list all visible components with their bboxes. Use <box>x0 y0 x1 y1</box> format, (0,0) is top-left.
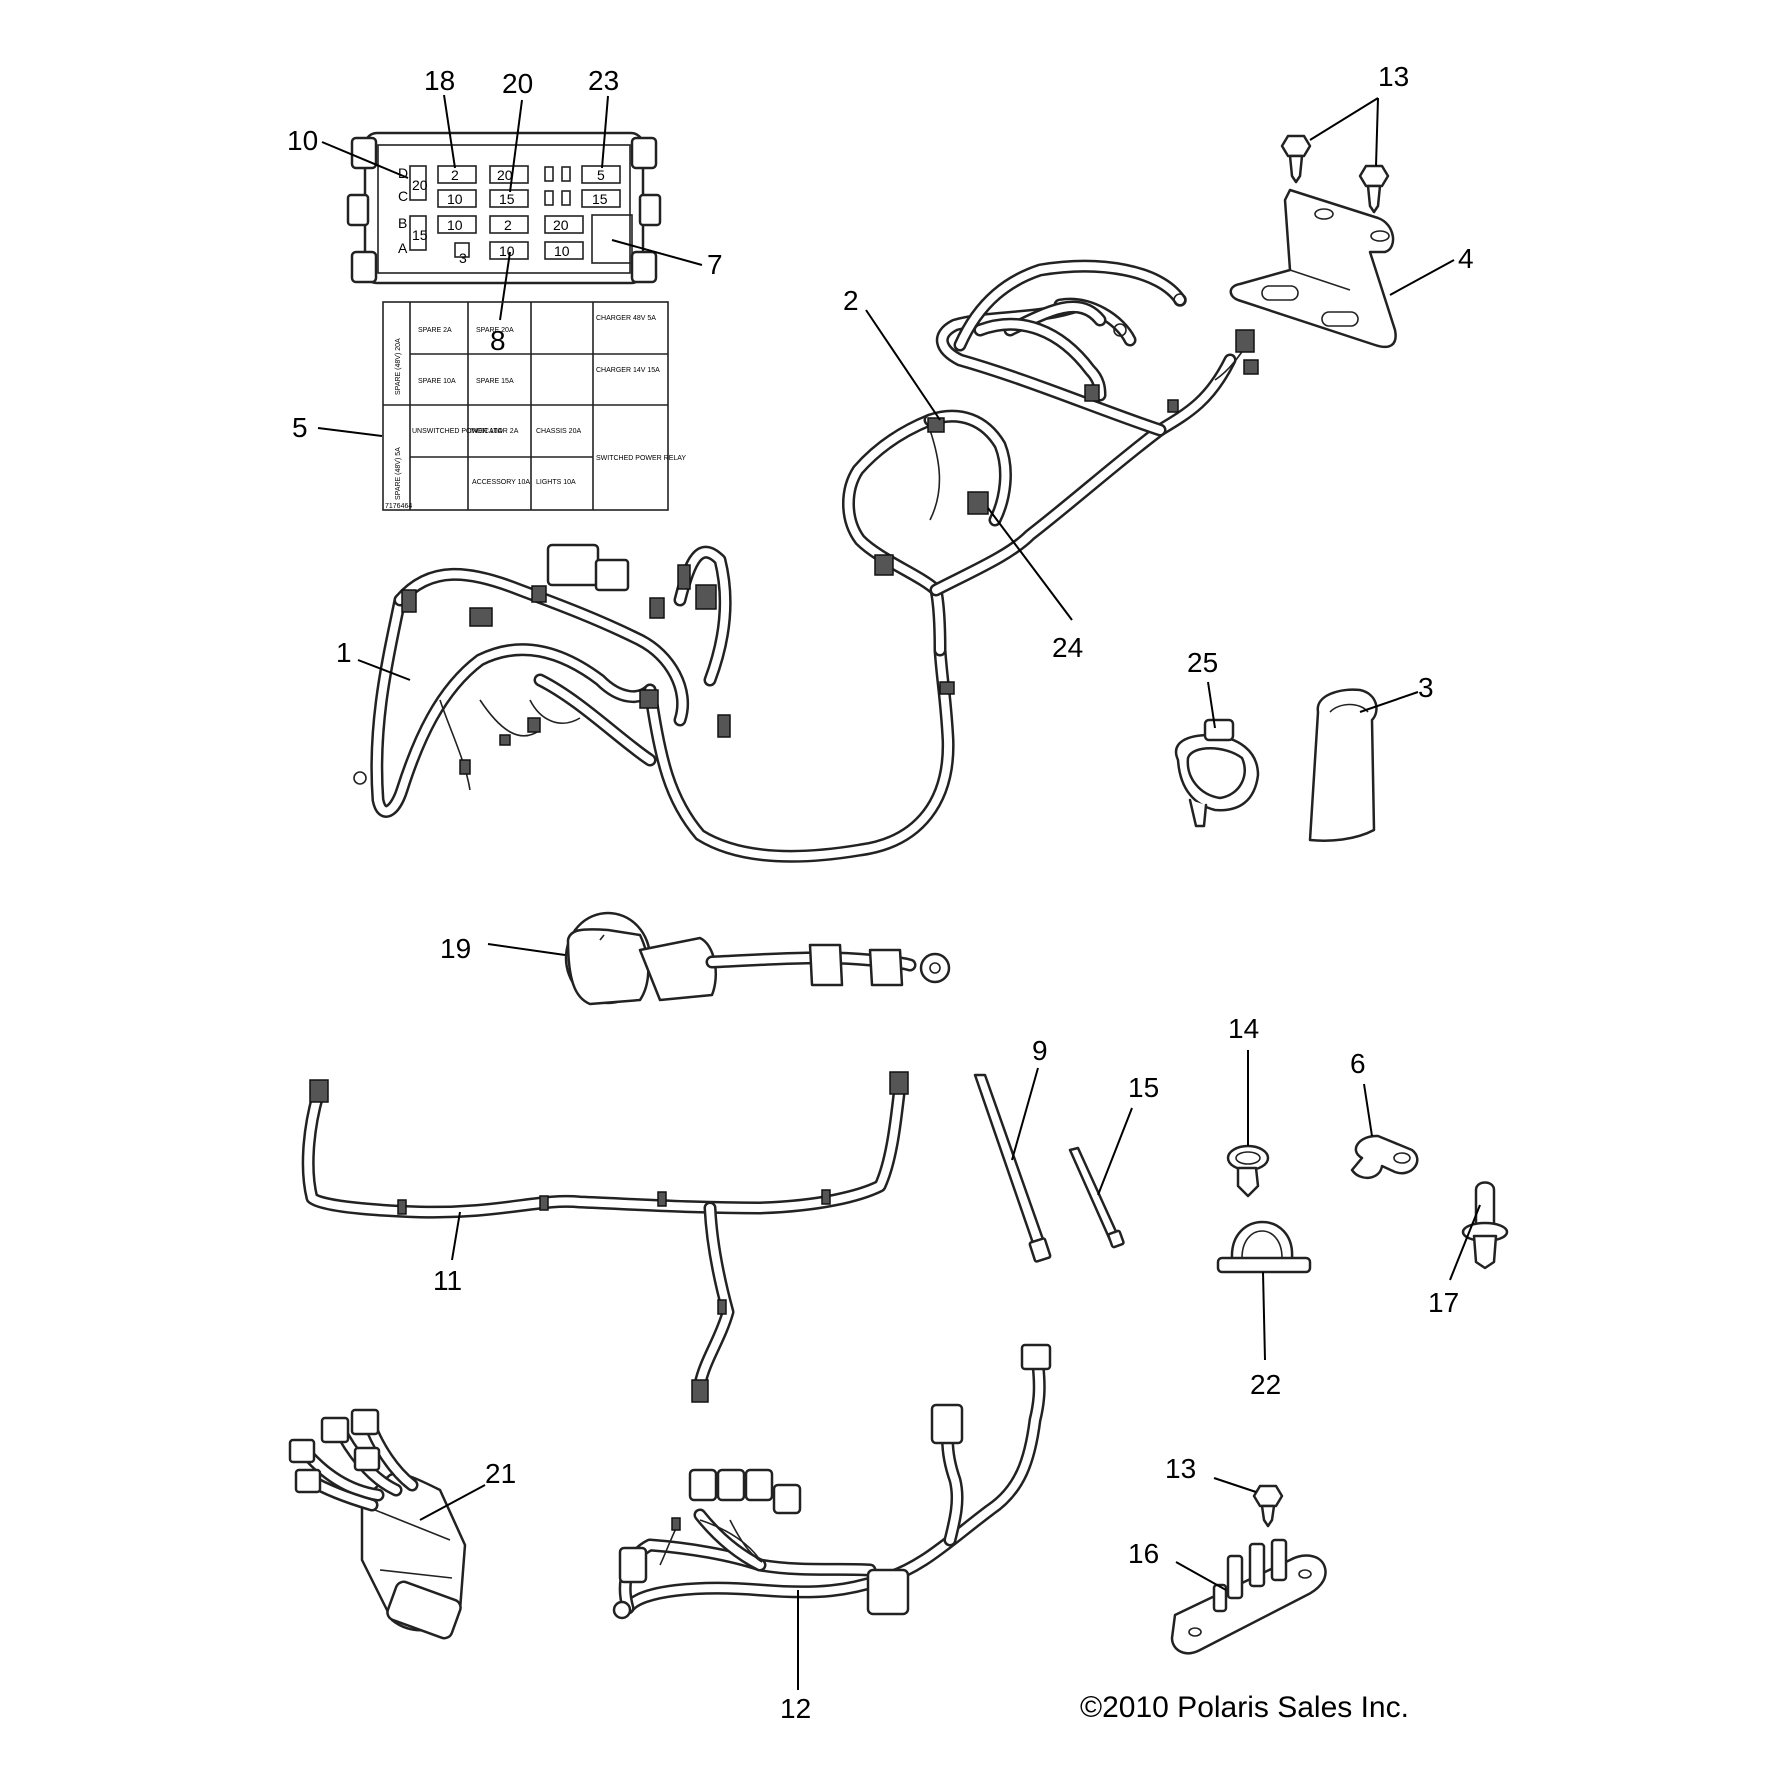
label-r3c1: UNSWITCHED POWER 10A <box>412 428 503 435</box>
connector-25 <box>1174 718 1260 828</box>
fuse-b2: 2 <box>504 217 512 233</box>
harness-11 <box>301 1071 909 1403</box>
callout-11: 11 <box>433 1265 462 1296</box>
relay-slot <box>591 214 633 264</box>
fuse-c4: 15 <box>592 191 608 207</box>
mount-bracket <box>1229 188 1397 349</box>
callout-16: 16 <box>1128 1538 1159 1569</box>
fuse-row-a: A <box>398 240 408 256</box>
callout-6: 6 <box>1350 1048 1366 1079</box>
clip-6 <box>1350 1134 1419 1179</box>
terminal-block-16 <box>1170 1538 1327 1655</box>
fuse-d4: 5 <box>597 167 605 183</box>
callout-12: 12 <box>780 1693 811 1724</box>
callout-22: 22 <box>1250 1369 1281 1400</box>
fuse-label: SPARE (48V) 20A SPARE (48V) 5A SPARE 2A … <box>382 301 686 511</box>
callout-9: 9 <box>1032 1035 1048 1066</box>
fuse-a-mid: 3 <box>459 250 467 266</box>
callout-7: 7 <box>707 249 723 280</box>
callout-5: 5 <box>292 412 308 443</box>
fuse-d-left: 20 <box>412 177 428 193</box>
label-r2c4: CHARGER 14V 15A <box>596 367 660 374</box>
screw-13b <box>1252 1484 1284 1528</box>
fuse-d1: 2 <box>451 167 459 183</box>
push-rivet-17 <box>1461 1181 1509 1270</box>
fuse-b3: 20 <box>553 217 569 233</box>
fuse-box-mount <box>546 543 600 587</box>
callout-19: 19 <box>440 933 471 964</box>
label-part-no: 7176464 <box>385 503 412 510</box>
clamp-14 <box>1226 1144 1270 1198</box>
label-r1c4: CHARGER 48V 5A <box>596 315 656 322</box>
label-r3c3: CHASSIS 20A <box>536 428 581 435</box>
cable-tie-15 <box>1068 1146 1125 1249</box>
pigtail-21 <box>288 1408 467 1640</box>
key-switch-19 <box>564 911 951 1006</box>
fuse-a2: 10 <box>499 243 515 259</box>
fuse-row-d: D <box>398 165 408 181</box>
screw-13a <box>1280 134 1390 214</box>
callout-21: 21 <box>485 1458 516 1489</box>
fuse-box: D C B A 20 15 2 20 5 10 15 15 10 2 20 3 … <box>346 131 662 285</box>
callout-15: 15 <box>1128 1072 1159 1103</box>
fuse-b1: 10 <box>447 217 463 233</box>
callout-13b: 13 <box>1165 1453 1196 1484</box>
fuse-c1: 10 <box>447 191 463 207</box>
fuse-row-c: C <box>398 188 408 204</box>
callout-18: 18 <box>424 65 455 96</box>
callout-24: 24 <box>1052 632 1083 663</box>
label-r4c2: ACCESSORY 10A <box>472 479 530 486</box>
callout-23: 23 <box>588 65 619 96</box>
callout-2: 2 <box>843 285 859 316</box>
callout-1: 1 <box>336 637 352 668</box>
label-r1c1: SPARE 2A <box>418 327 452 334</box>
loop-22 <box>1216 1220 1312 1274</box>
harness-12 <box>612 1343 1052 1620</box>
label-left-top: SPARE (48V) 20A <box>395 338 402 395</box>
label-r1c2: SPARE 20A <box>476 327 514 334</box>
label-r2c1: SPARE 10A <box>418 378 456 385</box>
callout-8: 8 <box>490 325 506 356</box>
label-relay: SWITCHED POWER RELAY <box>596 455 686 462</box>
boot-3 <box>1308 688 1378 842</box>
fuse-d2: 20 <box>497 167 513 183</box>
callout-14: 14 <box>1228 1013 1259 1044</box>
fuse-c2: 15 <box>499 191 515 207</box>
fuse-b-left: 15 <box>412 227 428 243</box>
callout-3: 3 <box>1418 672 1434 703</box>
callout-10: 10 <box>287 125 318 156</box>
label-r4c3: LIGHTS 10A <box>536 479 576 486</box>
main-harness <box>353 543 955 863</box>
callout-20: 20 <box>502 68 533 99</box>
callout-4: 4 <box>1458 243 1474 274</box>
callout-25: 25 <box>1187 647 1218 678</box>
callout-17: 17 <box>1428 1287 1459 1318</box>
label-r2c2: SPARE 15A <box>476 378 514 385</box>
fuse-row-b: B <box>398 215 407 231</box>
copyright: ©2010 Polaris Sales Inc. <box>1080 1691 1409 1724</box>
callout-13a: 13 <box>1378 61 1409 92</box>
sub-harness <box>842 259 1259 657</box>
cable-tie-9 <box>973 1073 1052 1263</box>
label-r3c2: INDICATOR 2A <box>470 428 519 435</box>
fuse-a3: 10 <box>554 243 570 259</box>
label-left-bottom: SPARE (48V) 5A <box>395 447 402 500</box>
